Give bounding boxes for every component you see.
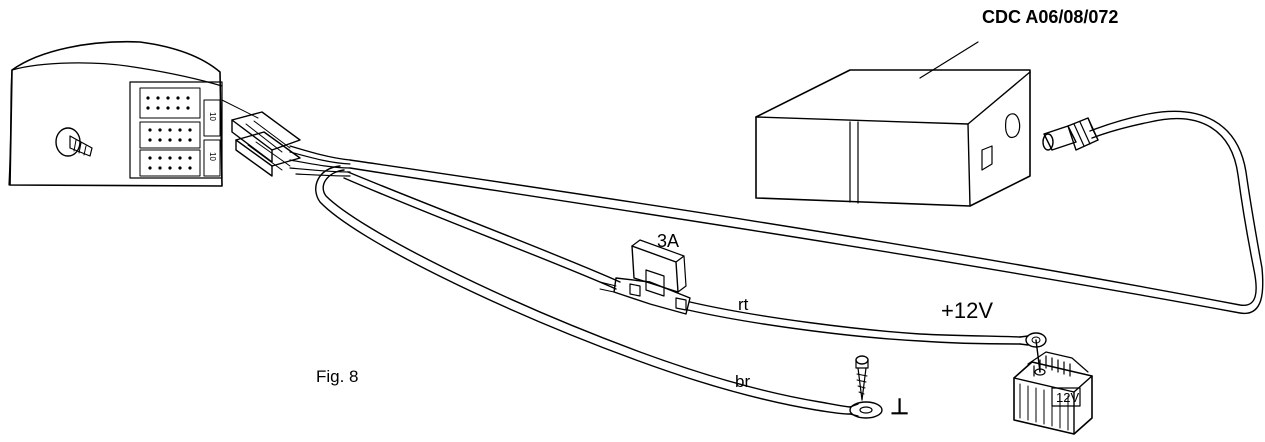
iso-connector-plug (231, 111, 301, 177)
red-wire-label: rt (738, 295, 749, 314)
mounting-screw-icon (55, 127, 93, 157)
fuse-holder (599, 239, 691, 315)
ground-wire-brown (315, 165, 883, 419)
device-title: CDC A06/08/072 (982, 7, 1119, 27)
figure-label: Fig. 8 (316, 367, 359, 386)
ground-screw-icon (855, 355, 869, 401)
svg-text:10: 10 (208, 112, 217, 121)
power-wire-red (343, 171, 1047, 348)
cd-changer-box (755, 41, 1031, 207)
cdc-data-cable (349, 110, 1264, 314)
svg-text:10: 10 (208, 152, 217, 161)
battery-voltage-label: 12V (1056, 390, 1080, 405)
positive-voltage-label: +12V (941, 298, 993, 323)
brown-wire-label: br (735, 372, 751, 391)
ground-symbol-icon: ⊥ (890, 394, 910, 419)
car-battery (1013, 339, 1093, 435)
cdc-cable-plug (1042, 117, 1099, 151)
wire-harness-bundle (221, 99, 351, 177)
radio-head-unit: 10 10 (8, 40, 223, 187)
fuse-rating-label: 3A (657, 231, 680, 251)
